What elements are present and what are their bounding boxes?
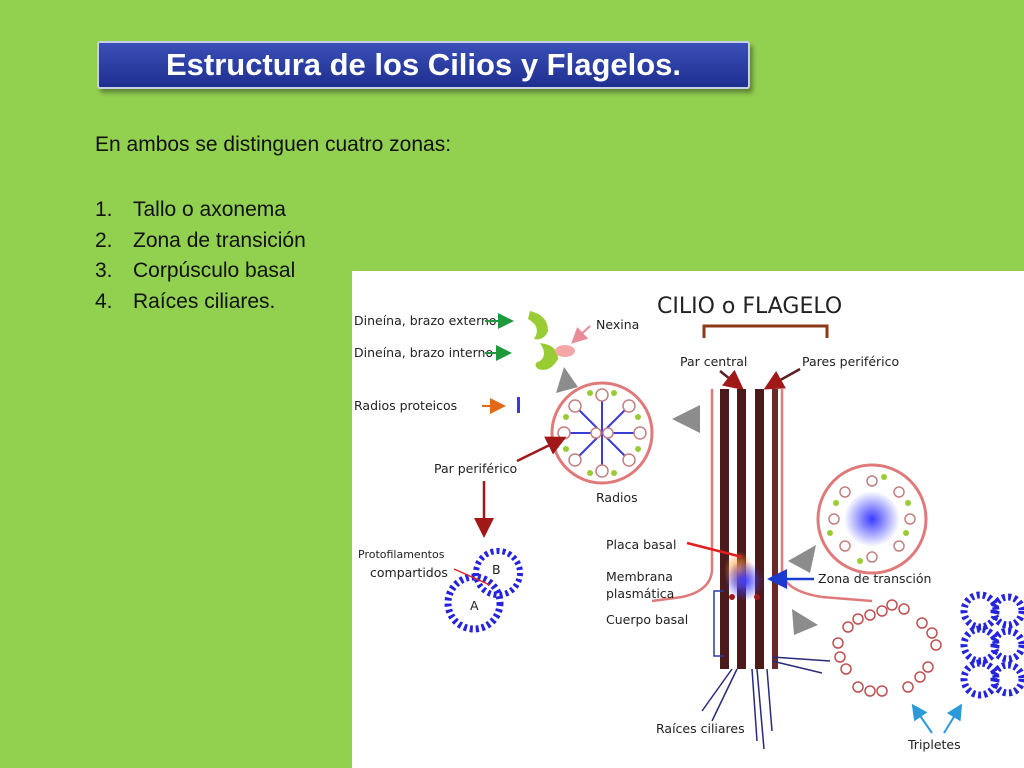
label-protofilaments: Protofilamentos — [358, 548, 445, 561]
pointer-basal-plate — [686, 541, 743, 559]
list-number: 4. — [95, 289, 113, 313]
title-bracket — [702, 324, 829, 338]
zones-list: 1. Tallo o axonema 2. Zona de transición 3… — [95, 195, 306, 317]
label-plasma-membrane: Membrana — [606, 569, 673, 584]
doublet-microtubule — [444, 548, 523, 633]
label-triplets: Tripletes — [907, 737, 961, 752]
basal-body-bracket — [713, 590, 724, 657]
spoke-icon — [517, 397, 520, 413]
list-label: Corpúsculo basal — [133, 259, 296, 282]
arrow-gray-left — [672, 405, 700, 433]
list-number: 2. — [95, 228, 113, 252]
arrow-nexin — [571, 325, 591, 344]
label-peripheral-pairs: Pares periférico — [802, 354, 899, 369]
label-dynein-inner: Dineína, brazo interno — [354, 345, 493, 360]
label-transition-zone: Zona de transción — [818, 571, 931, 586]
label-basal-plate: Placa basal — [606, 537, 676, 552]
label-peripheral-pair: Par periférico — [434, 461, 517, 476]
label-protofilaments-shared: compartidos — [370, 565, 448, 580]
arrow-peripheral-pair — [516, 436, 567, 463]
arrow-central-pair — [719, 369, 744, 391]
label-nexin: Nexina — [596, 317, 639, 332]
cilium-diagram: CILIO o FLAGELO Dineína, brazo externo D… — [352, 271, 1024, 768]
axoneme-cross-section — [550, 381, 654, 485]
arrow-peripheral-pairs — [763, 367, 801, 390]
label-radial-spokes: Radios proteicos — [354, 398, 457, 413]
list-item: 1. Tallo o axonema — [95, 195, 306, 226]
cilium-shaft — [651, 389, 873, 669]
list-item: 2. Zona de transición — [95, 226, 306, 257]
protofilament-pointer — [453, 568, 491, 586]
arrow-triplets-left — [911, 703, 933, 734]
label-plasma-membrane-2: plasmática — [606, 586, 674, 601]
arrow-gray-down-right — [792, 609, 818, 635]
label-tubule-b: B — [492, 562, 501, 577]
dynein-arms-icon — [528, 311, 575, 370]
list-item: 4. Raíces ciliares. — [95, 287, 306, 318]
list-item: 3. Corpúsculo basal — [95, 256, 306, 287]
intro-text: En ambos se distinguen cuatro zonas: — [95, 133, 452, 156]
label-central-pair: Par central — [680, 354, 747, 369]
arrow-gray-up-right — [788, 545, 816, 573]
label-ciliary-roots: Raíces ciliares — [656, 721, 745, 736]
label-spokes: Radios — [596, 490, 638, 505]
label-tubule-a: A — [470, 598, 479, 613]
ciliary-roots — [701, 656, 831, 750]
label-dynein-outer: Dineína, brazo externo — [354, 313, 497, 328]
figure-title: CILIO o FLAGELO — [657, 294, 842, 319]
basal-body-triplets-ring — [832, 599, 942, 697]
list-label: Zona de transición — [133, 228, 306, 252]
list-number: 3. — [95, 259, 113, 282]
arrow-triplets-right — [943, 703, 963, 734]
triplet-detail — [960, 591, 1024, 699]
transition-cross-section — [816, 463, 928, 575]
list-label: Raíces ciliares. — [133, 289, 276, 313]
list-number: 1. — [95, 198, 113, 221]
arrow-gray-up — [556, 367, 578, 393]
label-basal-body: Cuerpo basal — [606, 612, 688, 627]
slide-title: Estructura de los Cilios y Flagelos. — [97, 41, 750, 89]
list-label: Tallo o axonema — [133, 198, 286, 221]
cilium-diagram-svg: CILIO o FLAGELO Dineína, brazo externo D… — [354, 294, 1024, 752]
